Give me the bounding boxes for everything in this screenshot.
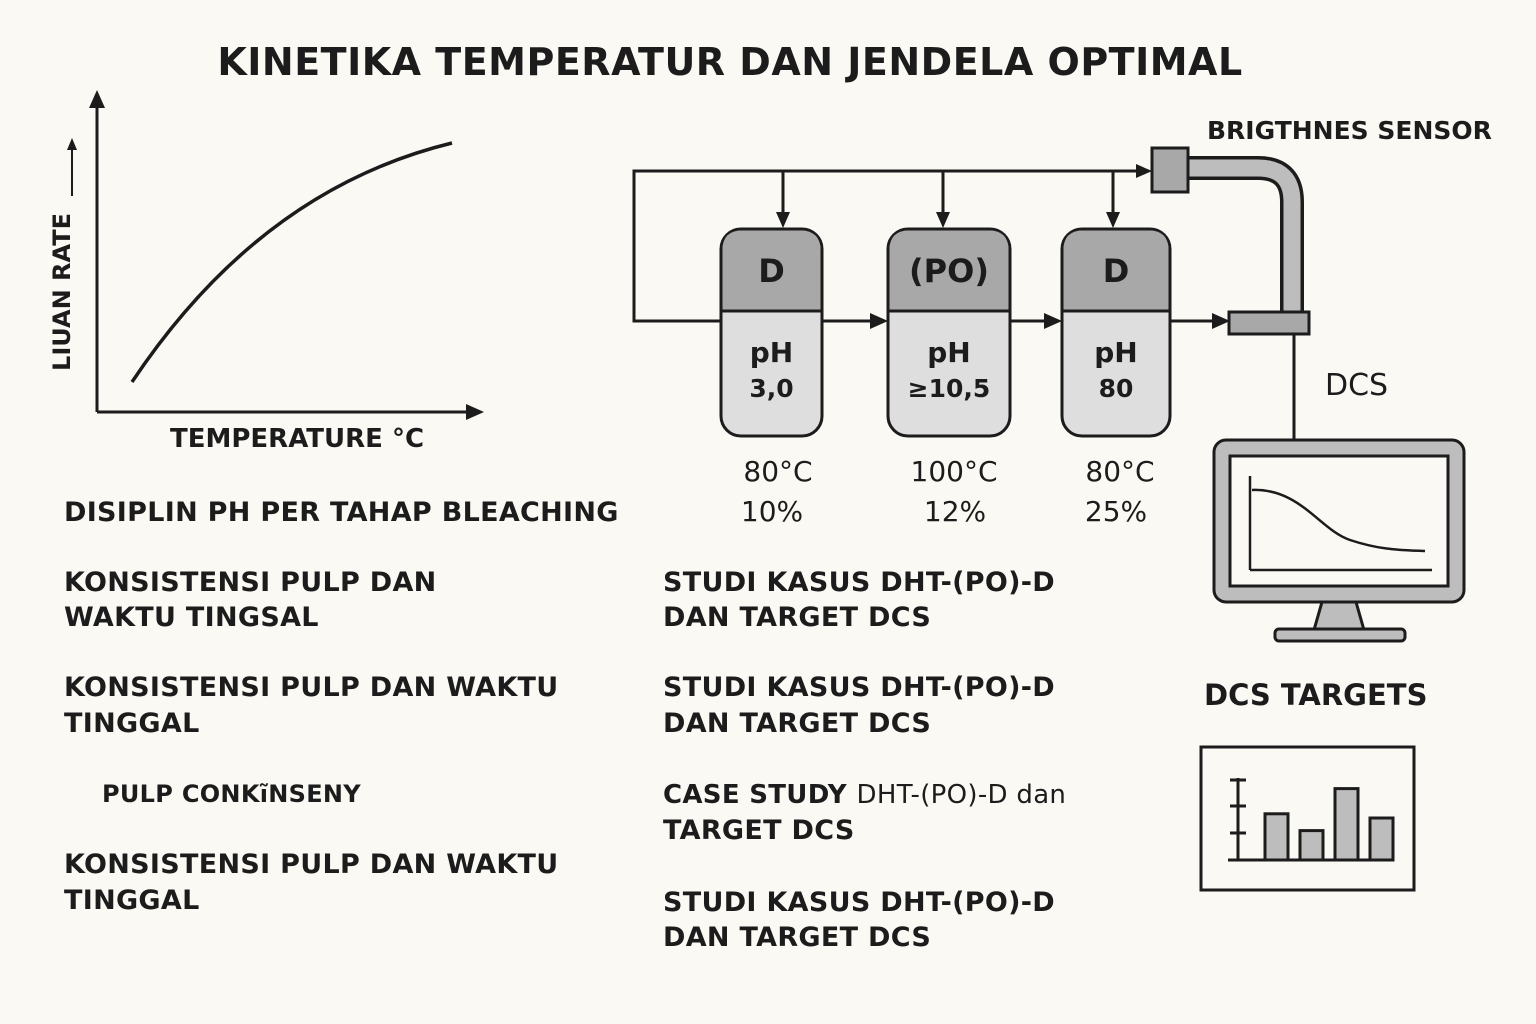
sensor-pipe [1188, 156, 1304, 314]
left-block-1-line-2: WAKTU TINGSAL [64, 602, 319, 633]
sensor-label: BRIGTHNES SENSOR [1207, 116, 1492, 145]
stage-2-name: (PO) [909, 252, 989, 290]
mid-block-4-line-1: STUDI KASUS DHT-(PO)-D [663, 887, 1055, 918]
mid-block-3-rest: DHT-(PO)-D dan [856, 780, 1067, 810]
left-block-2-line-2: TINGGAL [64, 708, 200, 739]
dcs-label: DCS [1325, 368, 1389, 403]
brightness-sensor-icon [1150, 146, 1190, 194]
left-block-1-line-1: KONSISTENSI PULP DAN [64, 567, 437, 598]
stage-2-ph-value: ≥10,5 [907, 374, 991, 403]
stage-3-ph-label: pH [1094, 336, 1138, 369]
left-block-3: PULP CONKĩNSENY [102, 780, 361, 808]
mid-block-2-line-2: DAN TARGET DCS [663, 708, 932, 739]
stage-3-consistency: 25% [1084, 495, 1148, 528]
stage-3-name: D [1102, 252, 1130, 290]
dcs-target-bar [1368, 816, 1395, 862]
dcs-target-bar [1298, 829, 1325, 862]
left-block-2-line-1: KONSISTENSI PULP DAN WAKTU [64, 672, 559, 703]
mid-block-3-line-2: TARGET DCS [663, 815, 855, 846]
stage-2-consistency: 12% [923, 495, 987, 528]
mid-block-3-caps: CASE STUDY [663, 780, 847, 810]
monitor-icon [1212, 438, 1466, 643]
dcs-target-bar [1333, 787, 1360, 862]
stage-1-consistency: 10% [740, 495, 804, 528]
dcs-target-bars [1263, 787, 1395, 862]
mid-block-4-line-2: DAN TARGET DCS [663, 922, 932, 953]
left-block-4-line-1: KONSISTENSI PULP DAN WAKTU [64, 849, 559, 880]
stage-1-name: D [758, 252, 785, 290]
dcs-target-bar [1263, 812, 1290, 862]
mid-block-1-line-1: STUDI KASUS DHT-(PO)-D [663, 567, 1055, 598]
outlet-pipe [1227, 310, 1311, 336]
stage-3-temp: 80°C [1085, 455, 1155, 488]
left-block-4-line-2: TINGGAL [64, 885, 200, 916]
stage-1-temp: 80°C [743, 455, 813, 488]
graph-x-label: TEMPERATURE °C [170, 424, 425, 454]
rate-curve [130, 141, 453, 383]
graph-axes [67, 90, 484, 420]
mid-block-1-line-2: DAN TARGET DCS [663, 602, 932, 633]
stage-2-ph-label: pH [927, 336, 971, 369]
stage-3-ph-value: 80 [1098, 374, 1134, 403]
mid-block-2-line-1: STUDI KASUS DHT-(PO)-D [663, 672, 1055, 703]
stage-1-ph-value: 3,0 [749, 374, 794, 403]
dcs-targets-label: DCS TARGETS [1204, 678, 1428, 712]
mid-block-3-line-1: CASE STUDY DHT-(PO)-D dan [663, 777, 1066, 813]
stage-1-ph-label: pH [749, 336, 794, 369]
page-title: KINETIKA TEMPERATUR DAN JENDELA OPTIMAL [217, 40, 1243, 84]
stage-tank-3 [1060, 227, 1172, 438]
stage-tank-1 [719, 227, 824, 438]
graph-y-label: LIUAN RATE [48, 213, 76, 371]
left-heading-ph-discipline: DISIPLIN PH PER TAHAP BLEACHING [64, 497, 619, 528]
stage-2-temp: 100°C [910, 455, 998, 488]
stage-tank-2 [886, 227, 1012, 438]
